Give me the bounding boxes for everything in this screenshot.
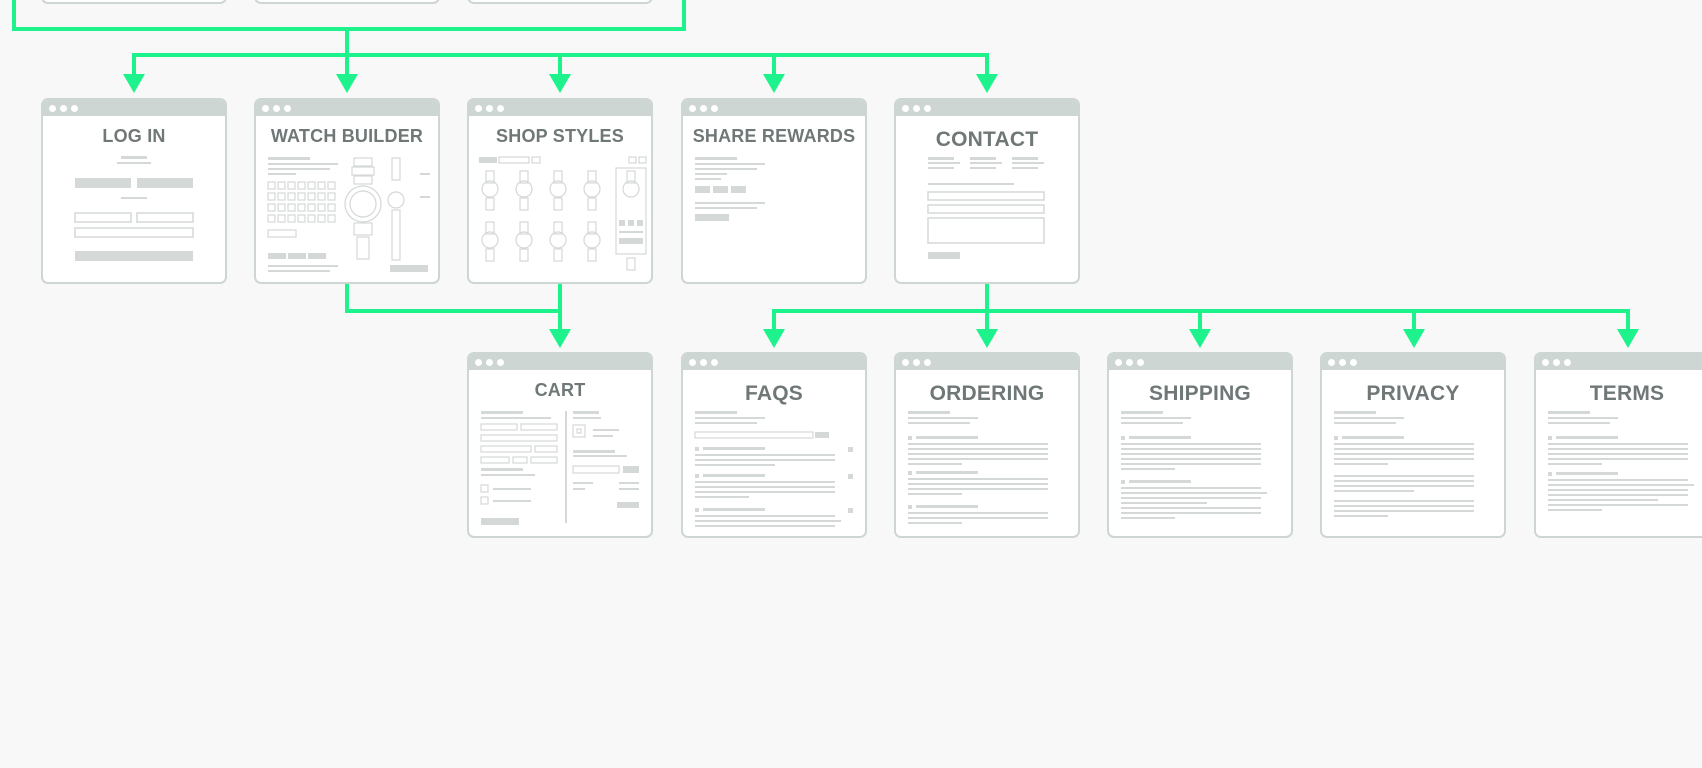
arrowhead-shop-styles bbox=[549, 74, 571, 93]
window-dot-icon bbox=[475, 359, 482, 366]
page-title-terms: TERMS bbox=[1589, 382, 1665, 405]
window-dot-icon bbox=[902, 359, 909, 366]
card-titlebar bbox=[683, 100, 865, 116]
window-dot-icon bbox=[1126, 359, 1133, 366]
arrowhead-share-rewards bbox=[763, 74, 785, 93]
card-titlebar bbox=[683, 354, 865, 370]
window-dot-icon bbox=[1553, 359, 1560, 366]
window-dot-icon bbox=[1115, 359, 1122, 366]
arrowhead-cart bbox=[549, 329, 571, 348]
page-title-shipping: SHIPPING bbox=[1149, 382, 1251, 405]
window-dot-icon bbox=[1339, 359, 1346, 366]
arrowhead-watch-builder bbox=[336, 74, 358, 93]
page-title-contact: CONTACT bbox=[935, 128, 1039, 151]
page-card-ordering[interactable]: ORDERING bbox=[894, 352, 1080, 538]
wireframe-checkout bbox=[480, 411, 639, 525]
window-dot-icon bbox=[913, 359, 920, 366]
arrowhead-terms bbox=[1617, 329, 1639, 348]
page-title-cart: CART bbox=[534, 380, 586, 400]
window-dot-icon bbox=[711, 105, 718, 112]
window-dot-icon bbox=[1137, 359, 1144, 366]
page-card-shop-styles[interactable]: SHOP STYLES bbox=[467, 98, 653, 284]
wireframe-terms bbox=[1548, 411, 1694, 511]
window-dot-icon bbox=[1350, 359, 1357, 366]
window-dot-icon bbox=[60, 105, 67, 112]
window-dot-icon bbox=[913, 105, 920, 112]
card-titlebar bbox=[1109, 354, 1291, 370]
wireframe-ordering bbox=[908, 411, 1048, 524]
arrowhead-login bbox=[123, 74, 145, 93]
window-dot-icon bbox=[497, 359, 504, 366]
window-dot-icon bbox=[486, 359, 493, 366]
card-titlebar bbox=[469, 354, 651, 370]
page-card-contact[interactable]: CONTACT bbox=[894, 98, 1080, 284]
arrowhead-privacy bbox=[1403, 329, 1425, 348]
window-dot-icon bbox=[689, 359, 696, 366]
page-card-log-in[interactable]: LOG IN bbox=[41, 98, 227, 284]
page-title-ordering: ORDERING bbox=[929, 382, 1045, 405]
wireframe-contact-form bbox=[927, 157, 1045, 259]
card-titlebar bbox=[43, 100, 225, 116]
window-dot-icon bbox=[1542, 359, 1549, 366]
window-dot-icon bbox=[924, 105, 931, 112]
window-dot-icon bbox=[262, 105, 269, 112]
window-dot-icon bbox=[71, 105, 78, 112]
page-title-watch-builder: WATCH BUILDER bbox=[270, 126, 424, 146]
window-dot-icon bbox=[273, 105, 280, 112]
window-dot-icon bbox=[924, 359, 931, 366]
page-title-shop-styles: SHOP STYLES bbox=[496, 126, 624, 146]
window-dot-icon bbox=[700, 359, 707, 366]
page-card-share-rewards[interactable]: SHARE REWARDS bbox=[681, 98, 867, 284]
arrowhead-contact bbox=[976, 74, 998, 93]
card-titlebar bbox=[1536, 354, 1702, 370]
wireframe-product-grid bbox=[479, 156, 647, 271]
arrowhead-shipping bbox=[1189, 329, 1211, 348]
window-dot-icon bbox=[475, 105, 482, 112]
wireframe-share-rewards bbox=[695, 157, 765, 221]
page-card-faqs[interactable]: FAQS bbox=[681, 352, 867, 538]
page-title-privacy: PRIVACY bbox=[1366, 382, 1460, 405]
page-title-log-in: LOG IN bbox=[102, 126, 166, 146]
card-titlebar bbox=[469, 100, 651, 116]
wireframe-watch-builder bbox=[267, 157, 430, 272]
wireframe-faqs bbox=[694, 411, 853, 527]
page-card-privacy[interactable]: PRIVACY bbox=[1320, 352, 1506, 538]
window-dot-icon bbox=[497, 105, 504, 112]
card-titlebar bbox=[896, 100, 1078, 116]
page-title-faqs: FAQS bbox=[745, 382, 803, 405]
arrowhead-ordering bbox=[976, 329, 998, 348]
page-title-share-rewards: SHARE REWARDS bbox=[692, 126, 856, 146]
page-card-cart[interactable]: CART bbox=[467, 352, 653, 538]
arrowhead-faqs bbox=[763, 329, 785, 348]
card-titlebar bbox=[256, 100, 438, 116]
wireframe-shipping bbox=[1121, 411, 1267, 519]
window-dot-icon bbox=[711, 359, 718, 366]
page-card-watch-builder[interactable]: WATCH BUILDER bbox=[254, 98, 440, 284]
window-dot-icon bbox=[1564, 359, 1571, 366]
window-dot-icon bbox=[49, 105, 56, 112]
page-card-shipping[interactable]: SHIPPING bbox=[1107, 352, 1293, 538]
window-dot-icon bbox=[902, 105, 909, 112]
card-titlebar bbox=[896, 354, 1078, 370]
wireframe-privacy bbox=[1334, 411, 1474, 517]
card-titlebar bbox=[1322, 354, 1504, 370]
connector-parent-group bbox=[12, 0, 686, 31]
window-dot-icon bbox=[689, 105, 696, 112]
wireframe-login-form bbox=[74, 156, 194, 261]
connector-builder-to-cart bbox=[345, 283, 562, 313]
window-dot-icon bbox=[700, 105, 707, 112]
window-dot-icon bbox=[486, 105, 493, 112]
page-card-terms[interactable]: TERMS bbox=[1534, 352, 1702, 538]
window-dot-icon bbox=[284, 105, 291, 112]
window-dot-icon bbox=[1328, 359, 1335, 366]
